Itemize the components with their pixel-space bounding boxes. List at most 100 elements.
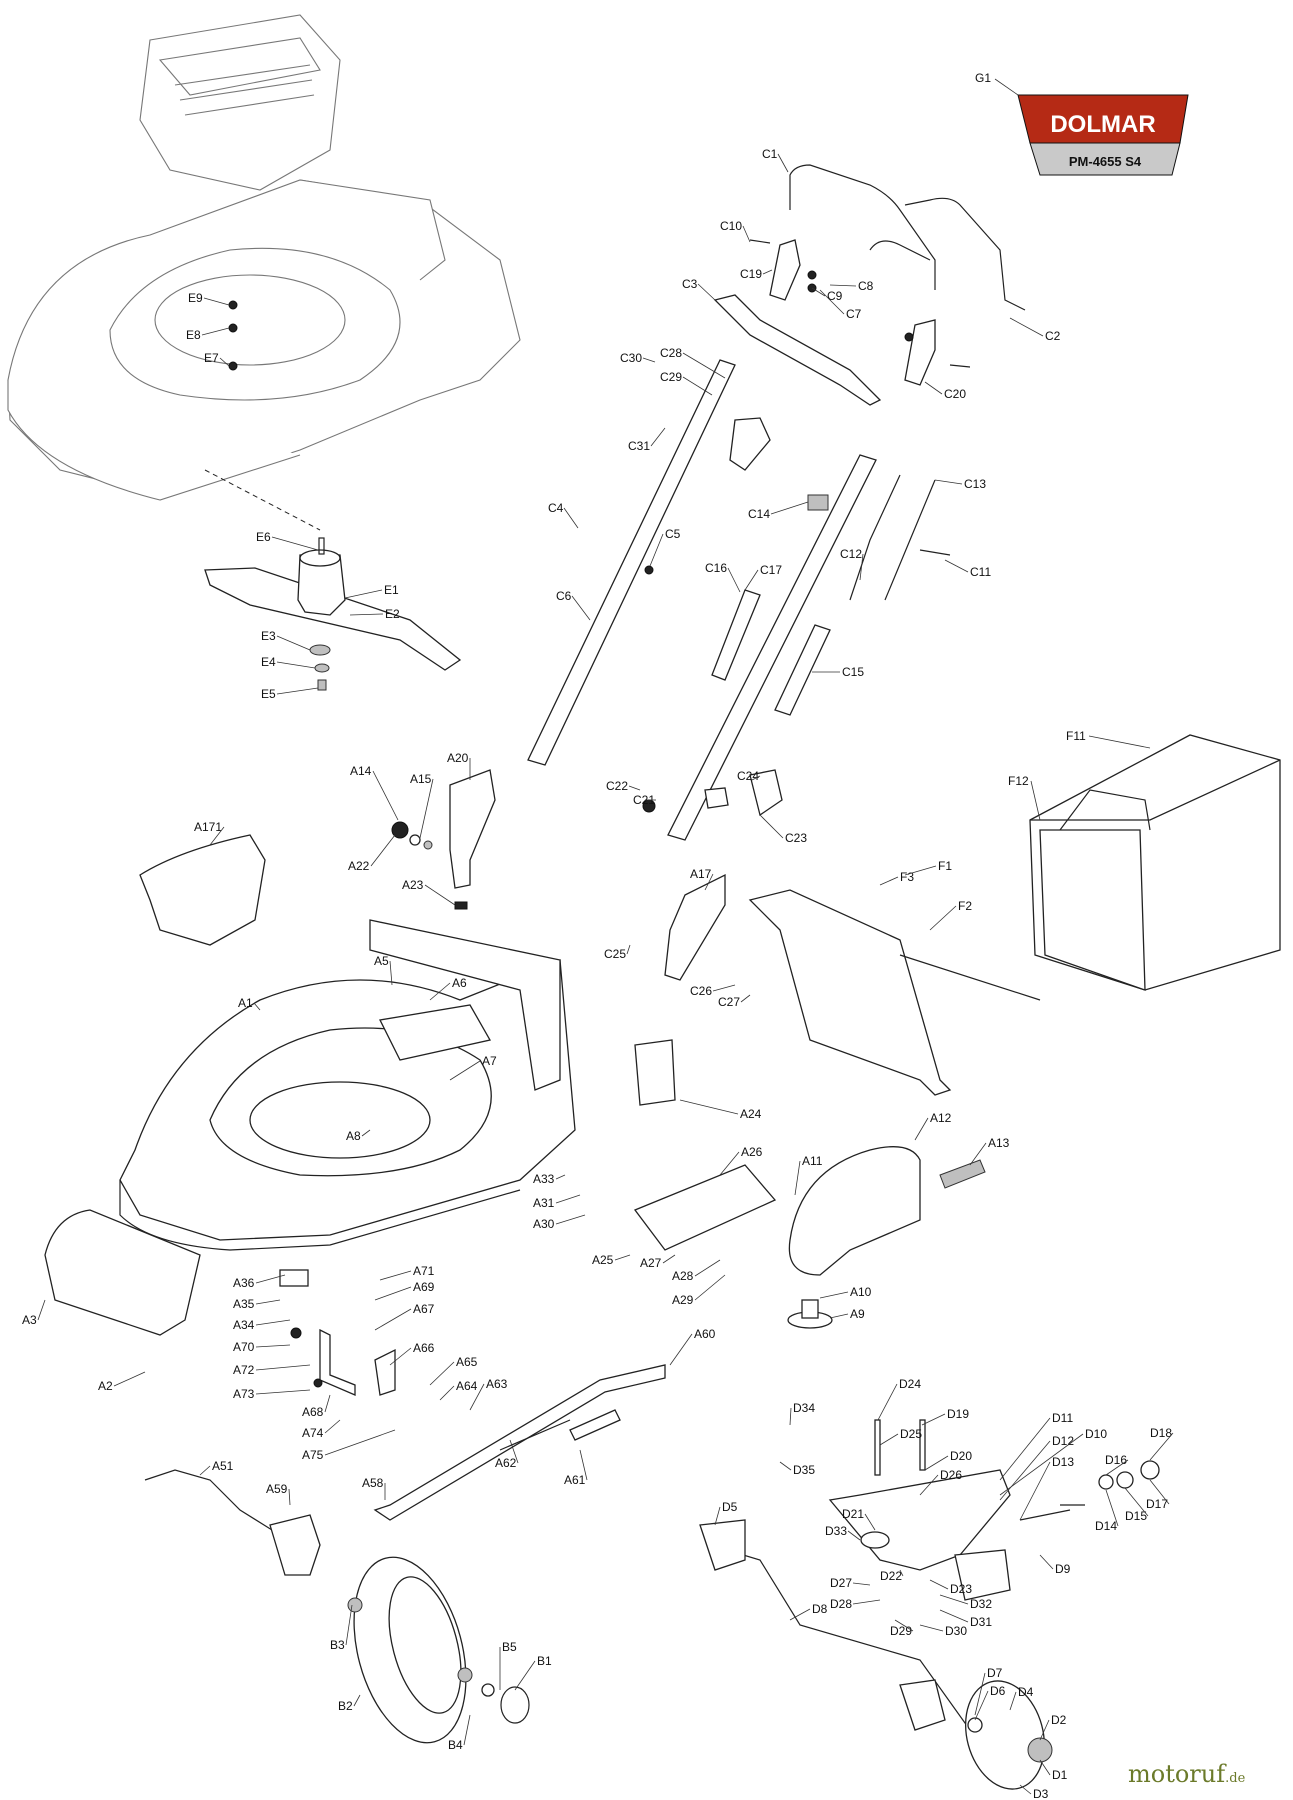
label-C19: C19 [740, 267, 762, 281]
engine-to-blade-guide [204, 469, 321, 531]
label-A17: A17 [690, 867, 712, 881]
label-A51: A51 [212, 1459, 234, 1473]
label-A59: A59 [266, 1482, 288, 1496]
label-B2: B2 [338, 1699, 353, 1713]
leader-C24 [751, 775, 761, 781]
flap-and-guard-parts [633, 1039, 986, 1329]
leader-C16 [727, 567, 741, 593]
label-D1: D1 [1052, 1768, 1068, 1782]
label-E8: E8 [186, 328, 201, 342]
label-D26: D26 [940, 1468, 962, 1482]
label-D11: D11 [1052, 1411, 1073, 1425]
leader-C5 [649, 533, 664, 567]
leader-D26 [919, 1474, 939, 1496]
label-E7: E7 [204, 351, 219, 365]
label-D24: D24 [899, 1377, 921, 1391]
leader-D2 [1039, 1719, 1050, 1741]
label-C2: C2 [1045, 329, 1061, 343]
leader-B2 [353, 1694, 361, 1707]
leader-D29 [894, 1619, 914, 1632]
front-cover-a171 [139, 834, 266, 946]
leader-A25 [614, 1254, 631, 1261]
leader-C2 [1009, 317, 1044, 337]
label-B3: B3 [330, 1638, 345, 1652]
label-D15: D15 [1125, 1509, 1147, 1523]
leader-E7 [219, 357, 230, 367]
leader-A28 [694, 1259, 721, 1277]
leader-A26 [719, 1151, 740, 1176]
leader-C28 [682, 352, 726, 379]
leader-A8 [361, 1129, 371, 1137]
leader-A35 [255, 1299, 281, 1305]
leader-C22 [628, 785, 641, 791]
leader-A31 [555, 1194, 581, 1204]
label-C13: C13 [964, 477, 986, 491]
label-A62: A62 [495, 1456, 517, 1470]
label-C27: C27 [718, 995, 740, 1009]
leader-A62 [509, 1439, 519, 1464]
grass-catcher-assembly [748, 734, 1281, 1096]
side-brackets [391, 769, 726, 981]
leader-D34 [789, 1407, 792, 1426]
handle-assembly [527, 164, 1026, 841]
leader-D28 [852, 1599, 881, 1605]
leader-A11 [794, 1160, 801, 1196]
watermark-suffix: .de [1225, 1771, 1246, 1786]
label-F1: F1 [938, 859, 952, 873]
leader-A171 [209, 826, 225, 846]
leader-A36 [255, 1274, 286, 1284]
leader-D3 [1019, 1784, 1032, 1795]
label-C25: C25 [604, 947, 626, 961]
leader-E1 [344, 589, 383, 599]
leader-D21 [864, 1513, 876, 1531]
label-E1: E1 [384, 583, 399, 597]
leader-B4 [463, 1714, 471, 1746]
label-A6: A6 [452, 976, 467, 990]
leader-A5 [389, 960, 393, 986]
label-A11: A11 [802, 1154, 823, 1168]
leader-F12 [1030, 780, 1041, 821]
leader-A12 [914, 1117, 929, 1141]
label-D12: D12 [1052, 1434, 1074, 1448]
label-A58: A58 [362, 1476, 384, 1490]
leader-D16 [1105, 1459, 1129, 1476]
leader-A13 [969, 1142, 987, 1166]
label-D3: D3 [1033, 1787, 1049, 1800]
leader-C19 [762, 269, 773, 275]
label-D25: D25 [900, 1427, 922, 1441]
label-E3: E3 [261, 629, 276, 643]
main-deck [119, 919, 576, 1251]
label-C28: C28 [660, 346, 682, 360]
label-D5: D5 [722, 1500, 738, 1514]
label-A74: A74 [302, 1426, 324, 1440]
label-A35: A35 [233, 1297, 255, 1311]
leader-E3 [276, 635, 311, 651]
leader-E4 [276, 661, 316, 669]
leader-A6 [429, 982, 451, 1001]
label-A15: A15 [410, 772, 432, 786]
leader-C6 [571, 595, 591, 621]
label-A24: A24 [740, 1107, 762, 1121]
gearbox-assembly [699, 1419, 1160, 1790]
leader-C9 [811, 287, 826, 297]
label-C8: C8 [858, 279, 874, 293]
label-D14: D14 [1095, 1519, 1117, 1533]
label-C4: C4 [548, 501, 564, 515]
leader-C26 [712, 984, 736, 992]
label-C15: C15 [842, 665, 864, 679]
leader-F3 [879, 876, 899, 886]
leader-D33 [847, 1530, 861, 1541]
label-A64: A64 [456, 1379, 478, 1393]
label-C20: C20 [944, 387, 966, 401]
leader-D5 [714, 1506, 721, 1526]
label-D2: D2 [1051, 1713, 1067, 1727]
label-A12: A12 [930, 1111, 952, 1125]
label-A71: A71 [413, 1264, 435, 1278]
leader-D18 [1149, 1432, 1174, 1461]
label-D18: D18 [1150, 1426, 1172, 1440]
label-C12: C12 [840, 547, 862, 561]
leader-A10 [819, 1291, 849, 1299]
label-A20: A20 [447, 751, 469, 765]
leader-A51 [199, 1465, 211, 1476]
leader-C20 [924, 381, 943, 395]
